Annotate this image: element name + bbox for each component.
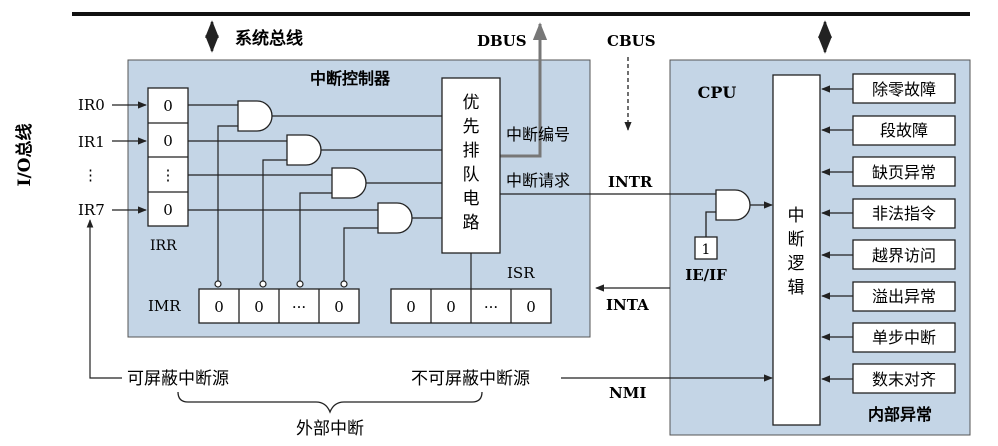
priority-char-2: 排 — [463, 141, 480, 161]
priority-char-1: 先 — [463, 117, 480, 137]
exception-divide-by-zero: 除零故障 — [872, 80, 936, 99]
nonmaskable-source-label: 不可屏蔽中断源 — [411, 369, 530, 389]
priority-char-4: 电 — [463, 189, 480, 209]
irr-cell-3: 0 — [163, 201, 173, 219]
irr-label: IRR — [150, 238, 177, 254]
ir-ellipsis-label: ⋮ — [83, 166, 98, 184]
and-gate-3 — [377, 202, 413, 234]
ir1-label: IR1 — [78, 133, 105, 151]
and-gate-0 — [237, 100, 273, 132]
cbus-label: CBUS — [607, 32, 656, 50]
isr-cell-0: 0 — [406, 298, 416, 316]
interrupt-controller-title: 中断控制器 — [310, 69, 391, 88]
irr-cell-0: 0 — [163, 97, 173, 115]
imr-cell-0: 0 — [214, 298, 224, 316]
internal-exceptions-label: 内部异常 — [868, 405, 932, 424]
isr-cell-3: 0 — [526, 298, 536, 316]
ie-if-flag-box — [694, 236, 718, 260]
imr-cell-2: ··· — [292, 298, 306, 316]
priority-char-3: 队 — [463, 165, 480, 185]
cpu-and-gate — [715, 189, 751, 221]
priority-char-0: 优 — [463, 93, 480, 113]
intr-label: INTR — [608, 173, 653, 191]
irr-cell-2: ⋮ — [161, 166, 176, 184]
maskable-source-line — [86, 219, 122, 379]
isr-register — [390, 288, 552, 324]
cpu-title: CPU — [698, 83, 737, 102]
ie-if-label: IE/IF — [685, 266, 727, 284]
ir7-label: IR7 — [78, 201, 105, 219]
maskable-source-label: 可屏蔽中断源 — [127, 369, 229, 389]
ie-if-value: 1 — [702, 242, 711, 258]
io-bus-label: I/O总线 — [14, 124, 35, 187]
logic-char-2: 逻 — [788, 254, 805, 274]
internal-exceptions-list — [852, 73, 956, 394]
logic-char-0: 中 — [788, 206, 805, 226]
exception-single-step: 单步中断 — [872, 328, 936, 347]
nmi-label: NMI — [609, 384, 646, 402]
priority-char-5: 路 — [463, 213, 480, 233]
isr-cell-2: ··· — [484, 298, 498, 316]
interrupt-logic-box — [772, 74, 821, 426]
exception-misaligned: 数末对齐 — [872, 370, 936, 389]
imr-label: IMR — [148, 297, 181, 315]
vector-number-label: 中断编号 — [506, 125, 570, 144]
interrupt-request-label: 中断请求 — [506, 171, 570, 190]
imr-register — [198, 288, 360, 324]
exception-out-of-bounds: 越界访问 — [872, 246, 936, 265]
exception-page-fault: 缺页异常 — [872, 163, 936, 182]
logic-char-3: 辑 — [788, 278, 805, 298]
external-interrupt-label: 外部中断 — [296, 419, 364, 439]
exception-illegal-instruction: 非法指令 — [872, 204, 936, 223]
dbus-line — [500, 22, 548, 158]
irr-cell-1: 0 — [163, 132, 173, 150]
logic-char-1: 断 — [788, 230, 805, 250]
exception-overflow: 溢出异常 — [872, 287, 936, 306]
imr-cell-1: 0 — [254, 298, 264, 316]
isr-label: ISR — [507, 264, 535, 282]
ir0-label: IR0 — [78, 96, 105, 114]
dbus-label: DBUS — [477, 32, 527, 50]
system-bus-label: 系统总线 — [235, 28, 303, 49]
isr-cell-1: 0 — [446, 298, 456, 316]
irr-register — [147, 87, 189, 227]
and-gate-2 — [331, 167, 367, 199]
inta-label: INTA — [606, 296, 649, 314]
external-interrupt-brace — [177, 391, 483, 414]
imr-cell-3: 0 — [334, 298, 344, 316]
priority-circuit — [441, 77, 501, 254]
and-gate-1 — [286, 134, 322, 166]
exception-segment-fault: 段故障 — [880, 121, 928, 140]
